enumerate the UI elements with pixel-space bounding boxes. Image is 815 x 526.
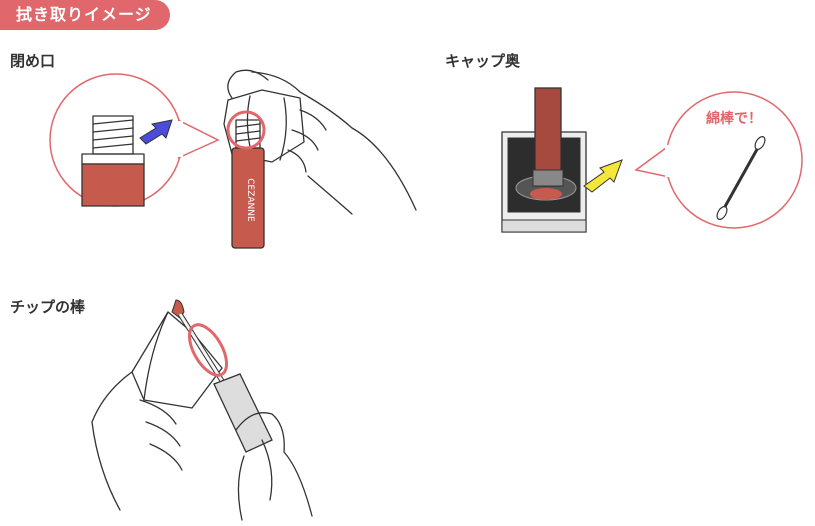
closure-zoom-callout: [49, 73, 220, 207]
cotton-swab-caption: 綿棒で！: [706, 110, 762, 127]
brand-logo-text: CEZANNE: [245, 178, 255, 222]
section-label-cap-inside: キャップ奥: [445, 52, 521, 70]
tip-stick-with-tissue: [91, 299, 313, 521]
yellow-arrow-icon: [583, 159, 623, 193]
cotton-swab-icon: [754, 136, 766, 150]
lip-bottle-with-tissue: CEZANNE: [223, 69, 417, 249]
cotton-swab-callout: 綿棒で！: [634, 91, 803, 229]
blue-arrow-icon: [139, 119, 173, 145]
section-label-tip-stick: チップの棒: [10, 298, 86, 316]
section-label-closure: 閉め口: [10, 52, 56, 70]
cap-cross-section: [501, 87, 587, 233]
title-badge: 拭き取りイメージ: [0, 0, 170, 30]
